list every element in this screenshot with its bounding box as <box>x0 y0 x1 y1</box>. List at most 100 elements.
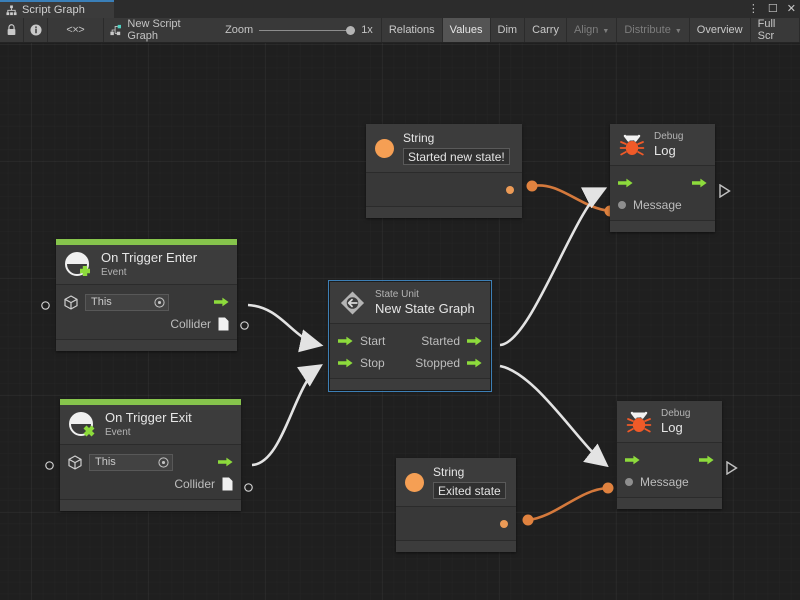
port-row-value-output[interactable] <box>366 173 522 206</box>
zoom-slider[interactable] <box>259 25 356 35</box>
string-value-field[interactable]: Exited state <box>433 482 506 499</box>
port-row-stop[interactable]: Stop Stopped <box>330 352 490 374</box>
port-row-collider[interactable]: Collider <box>56 313 237 335</box>
node-debug-log-bottom[interactable]: Debug Log Message <box>617 401 722 509</box>
event-accent-bar <box>56 239 237 245</box>
node-state-unit[interactable]: State Unit New State Graph Start Started <box>328 280 492 392</box>
node-body: This Collider <box>60 445 241 499</box>
node-header: String Started new state! <box>366 124 522 172</box>
port-row-start[interactable]: Start Started <box>330 330 490 352</box>
divider <box>56 284 237 285</box>
value-port-dot <box>500 519 508 528</box>
divider <box>330 323 490 324</box>
info-button[interactable] <box>24 18 49 42</box>
string-value-field[interactable]: Started new state! <box>403 148 510 165</box>
node-title: On Trigger Exit <box>105 410 192 425</box>
target-object-field[interactable]: This <box>85 293 169 311</box>
align-dropdown[interactable]: Align ▼ <box>567 18 618 42</box>
flow-output-arrow-top[interactable] <box>719 184 731 198</box>
flow-output-port[interactable] <box>692 178 707 188</box>
object-picker-icon[interactable] <box>154 296 165 308</box>
flow-output-port[interactable] <box>218 457 233 467</box>
stopped-output-port[interactable]: Stopped <box>415 356 482 370</box>
carry-button[interactable]: Carry <box>525 18 567 42</box>
fullscreen-button[interactable]: Full Scr <box>751 18 800 42</box>
bug-icon <box>626 411 652 432</box>
port-row-flow[interactable] <box>610 172 715 194</box>
node-body <box>366 173 522 206</box>
node-string-bottom[interactable]: String Exited state <box>396 458 516 552</box>
align-label: Align <box>573 24 599 36</box>
message-input-port[interactable]: Message <box>625 475 689 489</box>
flow-output-arrow-bottom[interactable] <box>726 461 738 475</box>
target-object-field[interactable]: This <box>89 453 173 471</box>
relations-button[interactable]: Relations <box>382 18 443 42</box>
graph-name-field[interactable]: New Script Graph <box>104 18 218 42</box>
stop-input-port[interactable]: Stop <box>338 356 385 370</box>
started-output-port[interactable]: Started <box>421 334 482 348</box>
node-body: Message <box>610 166 715 220</box>
port-row-message[interactable]: Message <box>610 194 715 216</box>
arrow-right-green-icon <box>214 297 229 307</box>
close-icon[interactable]: ✕ <box>786 2 796 15</box>
tab-script-graph[interactable]: Script Graph <box>0 0 114 18</box>
value-output-port[interactable] <box>506 185 514 194</box>
distribute-dropdown[interactable]: Distribute ▼ <box>617 18 690 42</box>
message-input-port[interactable]: Message <box>618 198 682 212</box>
port-row-value-output[interactable] <box>396 507 516 540</box>
gameobject-icon <box>64 294 78 310</box>
node-on-trigger-enter[interactable]: On Trigger Enter Event This <box>56 239 237 351</box>
node-on-trigger-exit[interactable]: On Trigger Exit Event This <box>60 399 241 511</box>
enter-collider-output-dot[interactable] <box>240 321 249 330</box>
target-input-port[interactable]: This <box>64 293 169 311</box>
message-label: Message <box>633 198 682 212</box>
target-value: This <box>91 296 112 308</box>
arrow-right-green-icon <box>338 358 353 368</box>
node-footer <box>330 378 490 390</box>
node-string-top[interactable]: String Started new state! <box>366 124 522 218</box>
port-row-target[interactable]: This <box>56 291 237 313</box>
kebab-menu-icon[interactable]: ⋮ <box>747 2 759 15</box>
target-input-port[interactable]: This <box>68 453 173 471</box>
event-accent-bar <box>60 399 241 405</box>
collider-output-port[interactable]: Collider <box>170 317 229 331</box>
flow-output-port[interactable] <box>214 297 229 307</box>
value-port-dot <box>618 201 626 209</box>
overview-button[interactable]: Overview <box>690 18 751 42</box>
message-label: Message <box>640 475 689 489</box>
zoom-control[interactable]: Zoom 1x <box>217 18 382 42</box>
lock-button[interactable] <box>0 18 25 42</box>
flow-input-port[interactable] <box>618 178 633 188</box>
exit-collider-output-dot[interactable] <box>244 483 253 492</box>
start-input-port[interactable]: Start <box>338 334 385 348</box>
port-row-message[interactable]: Message <box>617 471 722 493</box>
bug-icon <box>619 134 645 155</box>
start-label: Start <box>360 334 386 348</box>
object-picker-icon[interactable] <box>158 456 169 468</box>
stop-label: Stop <box>360 356 385 370</box>
values-button[interactable]: Values <box>442 18 491 42</box>
node-header: String Exited state <box>396 458 516 506</box>
lock-icon <box>7 24 16 36</box>
graph-canvas[interactable]: String Started new state! <box>0 43 800 600</box>
window-titlebar: Script Graph ⋮ ☐ ✕ <box>0 0 800 18</box>
enter-target-input-dot[interactable] <box>41 301 50 310</box>
exit-target-input-dot[interactable] <box>45 461 54 470</box>
zoom-value: 1x <box>361 24 373 36</box>
flow-output-port[interactable] <box>699 455 714 465</box>
maximize-icon[interactable]: ☐ <box>767 2 778 15</box>
divider <box>610 165 715 166</box>
value-output-port[interactable] <box>500 519 508 528</box>
node-debug-log-top[interactable]: Debug Log Message <box>610 124 715 232</box>
value-port-dot <box>625 478 633 486</box>
port-row-flow[interactable] <box>617 449 722 471</box>
node-header: State Unit New State Graph <box>330 282 490 323</box>
flow-input-port[interactable] <box>625 455 640 465</box>
port-row-collider[interactable]: Collider <box>60 473 241 495</box>
dim-button[interactable]: Dim <box>491 18 526 42</box>
port-row-target[interactable]: This <box>60 451 241 473</box>
script-code-button[interactable]: <×> <box>48 18 104 42</box>
node-subtitle: Event <box>101 267 127 278</box>
zoom-slider-knob[interactable] <box>346 25 356 35</box>
collider-output-port[interactable]: Collider <box>174 477 233 491</box>
